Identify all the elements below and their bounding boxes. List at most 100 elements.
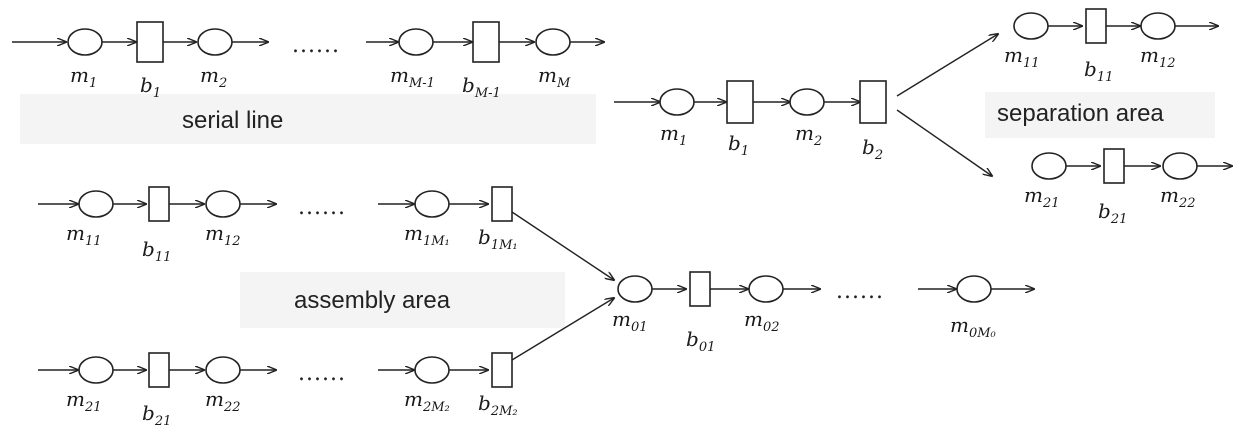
node-label: m1 [70, 63, 97, 91]
label-subscript: 02 [763, 320, 780, 335]
node-label: b21 [142, 401, 171, 428]
node-label: b11 [1084, 57, 1113, 85]
label-base: m [612, 307, 631, 331]
label-subscript: M-1 [408, 76, 435, 91]
label-subscript: 1M₁ [423, 234, 450, 249]
machine-node [1140, 12, 1176, 40]
label-subscript: 2 [218, 76, 227, 91]
label-base: m [404, 387, 423, 411]
machine-node [205, 190, 241, 218]
label-base: m [1024, 183, 1043, 207]
label-base: m [205, 221, 224, 245]
machine-node [78, 190, 114, 218]
buffer-node [491, 186, 513, 222]
label-base: m [70, 63, 89, 87]
ellipsis: ...... [298, 361, 346, 386]
label-base: m [1140, 43, 1159, 67]
machine-node [789, 88, 825, 116]
node-label: mM [538, 63, 571, 91]
buffer-node [136, 21, 164, 63]
label-base: b [140, 73, 153, 97]
node-label: b2M₂ [478, 391, 518, 419]
label-base: b [462, 73, 475, 97]
label-subscript: 21 [84, 400, 102, 415]
node-label: b11 [142, 237, 171, 265]
label-subscript: 2M₂ [490, 404, 518, 419]
label-subscript: 22 [223, 400, 241, 415]
node-label: m1 [660, 121, 687, 149]
node-label: b1 [140, 73, 161, 101]
label-base: m [744, 307, 763, 331]
node-label: bM-1 [462, 73, 501, 101]
label-subscript: 01 [631, 320, 648, 335]
label-base: m [660, 121, 679, 145]
machine-node [414, 356, 450, 384]
label-base: m [200, 63, 219, 87]
machine-node [205, 356, 241, 384]
label-base: m [950, 313, 969, 337]
label-subscript: 21 [1042, 196, 1060, 211]
label-subscript: 2 [874, 148, 883, 163]
machine-node [535, 28, 571, 56]
serial-caption-band [20, 94, 596, 144]
node-label: m02 [744, 307, 780, 335]
node-label: m2 [795, 121, 822, 149]
label-subscript: 21 [1110, 212, 1128, 227]
label-base: b [478, 225, 491, 249]
node-label: m22 [1160, 183, 1196, 211]
label-subscript: 1M₁ [491, 238, 518, 253]
buffer-node [1103, 148, 1125, 184]
buffer-node [726, 80, 754, 124]
machine-node [748, 275, 784, 303]
label-base: m [66, 221, 85, 245]
arrow [896, 34, 998, 97]
label-subscript: 2M₂ [422, 400, 450, 415]
node-label: mM-1 [390, 63, 435, 91]
label-base: b [478, 391, 491, 415]
label-subscript: 11 [85, 234, 102, 249]
machine-node [1013, 12, 1049, 40]
node-label: b21 [1098, 199, 1127, 227]
machine-node [659, 88, 695, 116]
label-subscript: 01 [699, 340, 716, 355]
buffer-node [689, 271, 711, 307]
buffer-node [148, 186, 170, 222]
label-base: m [1004, 43, 1023, 67]
label-base: m [205, 387, 224, 411]
machine-node [1162, 152, 1198, 180]
node-label: m11 [66, 221, 102, 249]
label-base: b [1098, 199, 1111, 223]
arrow [896, 109, 992, 176]
node-label: b2 [862, 135, 883, 163]
serial-line-caption: serial line [182, 107, 283, 134]
label-subscript: 1 [153, 86, 161, 101]
ellipsis: ...... [298, 195, 346, 220]
label-subscript: 2 [813, 134, 822, 149]
label-base: b [686, 327, 699, 351]
node-label: m12 [1140, 43, 1176, 71]
node-label: m12 [205, 221, 241, 249]
label-subscript: M [556, 76, 571, 91]
label-base: m [795, 121, 814, 145]
machine-node [1031, 152, 1067, 180]
machine-node [398, 28, 434, 56]
assembly-area-caption: assembly area [294, 287, 451, 314]
buffer-node [472, 21, 500, 63]
buffer-node [859, 80, 887, 124]
machine-node [617, 275, 653, 303]
machine-node [78, 356, 114, 384]
node-label: m01 [612, 307, 648, 335]
label-subscript: 1 [89, 76, 97, 91]
label-base: b [142, 401, 155, 425]
node-label: m0M₀ [950, 313, 997, 341]
arrow [511, 211, 614, 280]
node-label: m22 [205, 387, 241, 415]
label-subscript: 12 [1159, 56, 1176, 71]
machine-node [956, 275, 992, 303]
node-label: b01 [686, 327, 715, 355]
buffer-node [1085, 8, 1107, 44]
label-base: m [390, 63, 409, 87]
assembly-caption-band [240, 272, 565, 328]
label-base: b [862, 135, 875, 159]
